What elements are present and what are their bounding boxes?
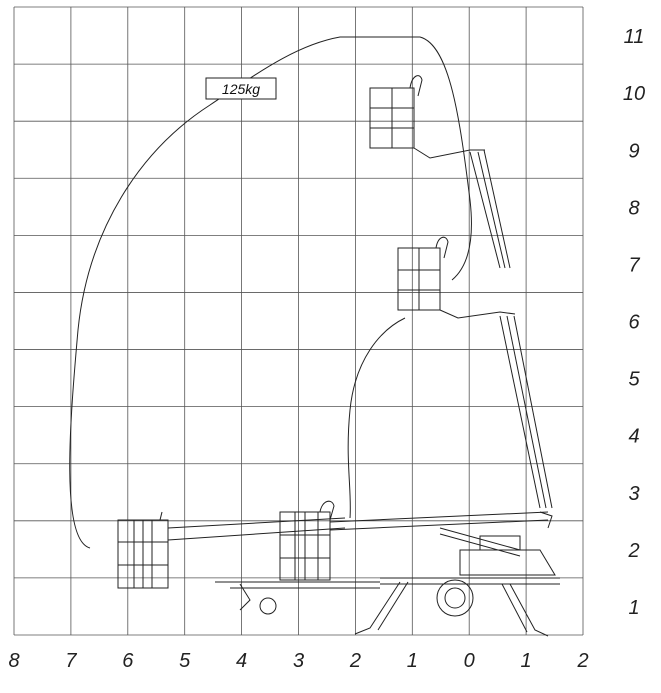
y-axis-tick-label: 11 (624, 26, 645, 48)
platform-basket-stowed (279, 500, 335, 581)
x-axis-tick-label: 5 (179, 650, 191, 672)
platform-basket-extended (117, 511, 346, 589)
y-axis-tick-label: 2 (627, 540, 639, 562)
main-boom (329, 511, 553, 557)
inner-reach-envelope (347, 317, 406, 519)
platform-basket-top (369, 75, 511, 269)
y-axis-tick-label: 6 (628, 312, 640, 334)
platform-basket-middle (397, 236, 553, 509)
vehicle-chassis (215, 535, 560, 589)
y-axis-tick-label: 5 (628, 369, 640, 391)
y-axis-tick-label: 9 (628, 140, 639, 162)
y-axis-tick-label: 1 (628, 597, 639, 619)
x-axis-tick-label: 3 (293, 650, 304, 672)
x-axis-tick-label: 6 (122, 650, 134, 672)
x-axis-tick-label: 4 (236, 650, 247, 672)
x-axis-tick-label: 1 (521, 650, 532, 672)
x-axis-tick-label: 2 (349, 650, 361, 672)
y-axis-tick-label: 8 (628, 197, 639, 219)
x-axis-tick-label: 2 (576, 650, 588, 672)
x-axis-tick-label: 0 (464, 650, 475, 672)
y-axis-tick-label: 7 (628, 254, 640, 276)
x-axis-tick-label: 7 (65, 650, 77, 672)
outriggers (239, 581, 549, 637)
load-capacity-text: 125kg (222, 81, 260, 97)
load-capacity-label: 125kg (205, 77, 277, 100)
x-axis-tick-label: 8 (8, 650, 19, 672)
x-axis-tick-label: 1 (407, 650, 418, 672)
grid (13, 6, 584, 636)
y-axis-tick-label: 10 (623, 83, 645, 105)
y-axis-tick-label: 4 (628, 426, 639, 448)
y-axis-tick-label: 3 (628, 483, 639, 505)
wheel-icon (259, 579, 474, 617)
